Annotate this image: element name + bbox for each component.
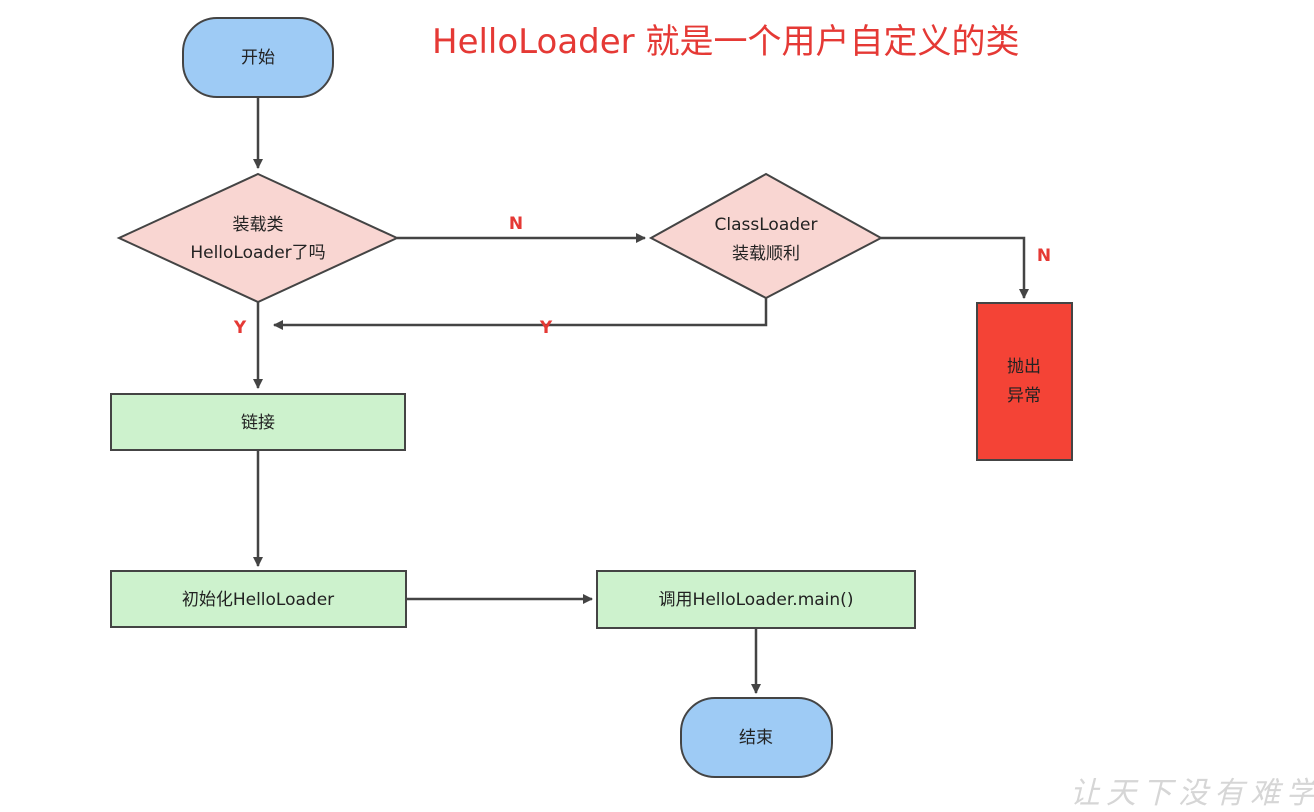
start-shape (182, 17, 334, 98)
link-shape (110, 393, 406, 451)
decision-classloader-line2: 装载顺利 (732, 244, 800, 264)
init-node: 初始化HelloLoader (110, 570, 407, 628)
edge-label-decision1-yes: Y (233, 318, 247, 338)
decision-classloader-node: ClassLoader 装载顺利 (648, 172, 884, 300)
edge-label-decision1-no: N (509, 214, 523, 234)
exception-line1: 抛出 (1007, 357, 1041, 377)
exception-shape (976, 302, 1073, 461)
call-main-label: 调用HelloLoader.main() (659, 590, 854, 610)
init-shape (110, 570, 407, 628)
decision-loaded-node: 装载类 HelloLoader了吗 (116, 172, 400, 304)
call-main-node: 调用HelloLoader.main() (596, 570, 916, 629)
watermark: 让天下没有难学 (1070, 776, 1314, 811)
init-label: 初始化HelloLoader (182, 590, 334, 610)
exception-node: 抛出 异常 (976, 302, 1073, 461)
link-node: 链接 (110, 393, 406, 451)
decision-loaded-shape (116, 172, 400, 304)
edge-label-decision2-yes: Y (539, 318, 553, 338)
edge-decision2-yes-back (273, 298, 768, 330)
end-label: 结束 (739, 728, 773, 748)
end-node: 结束 (680, 697, 833, 778)
edge-label-decision2-no: N (1037, 246, 1051, 266)
diagram-title: HelloLoader 就是一个用户自定义的类 (432, 22, 1020, 62)
edge-decision2-to-exception (881, 236, 1029, 299)
start-node: 开始 (182, 17, 334, 98)
decision-classloader-shape (648, 172, 884, 300)
start-label: 开始 (241, 48, 275, 68)
decision-loaded-line2: HelloLoader了吗 (190, 243, 325, 263)
exception-line2: 异常 (1007, 386, 1041, 406)
link-label: 链接 (241, 413, 275, 433)
decision-classloader-line1: ClassLoader (715, 215, 818, 235)
call-main-shape (596, 570, 916, 629)
decision-loaded-line1: 装载类 (233, 215, 284, 235)
end-shape (680, 697, 833, 778)
